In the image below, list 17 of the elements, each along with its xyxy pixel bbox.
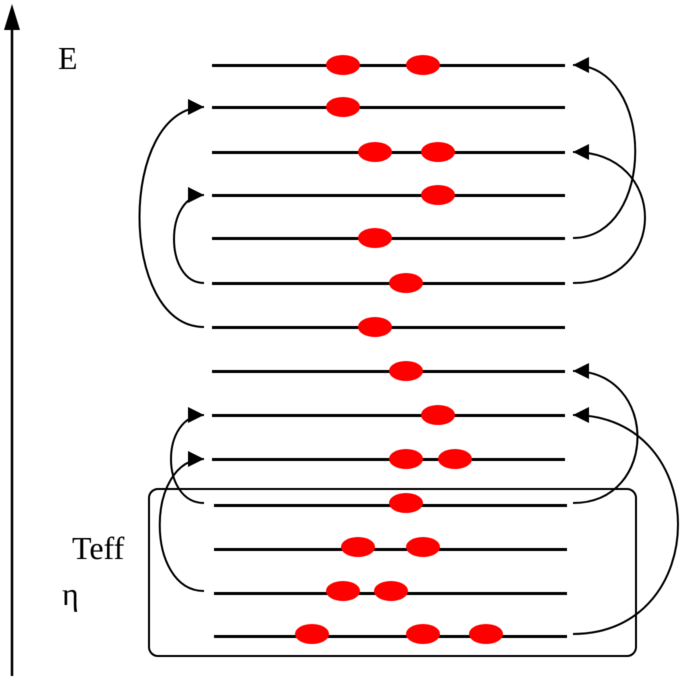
energy-level-line xyxy=(212,106,565,108)
parameter-label: Teff xyxy=(72,532,124,564)
energy-level-line xyxy=(214,504,567,506)
energy-level-line xyxy=(212,414,565,416)
energy-level-line xyxy=(212,282,565,284)
axis-label: E xyxy=(58,42,78,74)
energy-level-line xyxy=(212,236,565,240)
transition-arrow xyxy=(158,454,204,592)
transition-arrow xyxy=(572,365,638,504)
parameter-label: η xyxy=(62,578,79,610)
transition-arrow xyxy=(572,409,679,635)
energy-level-line xyxy=(212,370,565,372)
energy-level-line xyxy=(212,194,565,196)
transition-arrow xyxy=(572,60,636,239)
energy-level-line xyxy=(212,326,565,328)
transition-arrow xyxy=(170,410,204,504)
transition-arrow xyxy=(572,146,646,284)
